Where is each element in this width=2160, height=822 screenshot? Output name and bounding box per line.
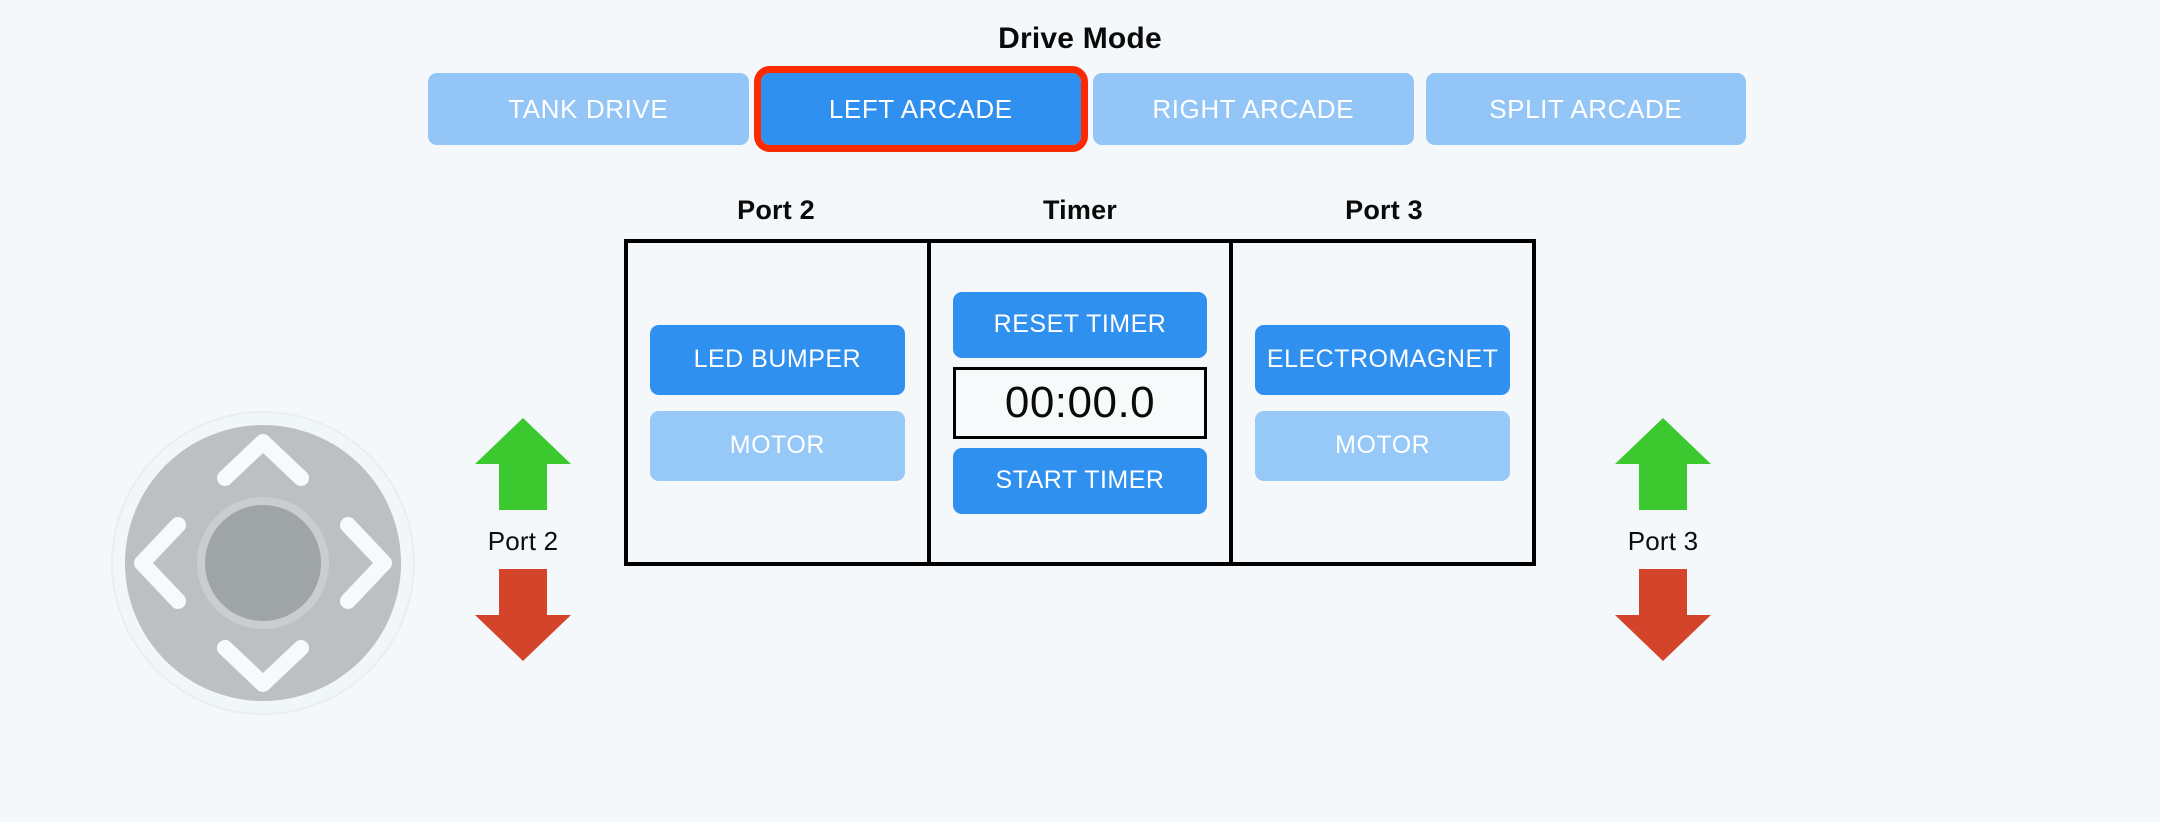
button-label: MOTOR bbox=[1335, 431, 1431, 459]
reset-timer-button[interactable]: RESET TIMER bbox=[952, 291, 1208, 358]
dpad-down-icon[interactable] bbox=[217, 640, 309, 692]
electromagnet-button[interactable]: ELECTROMAGNET bbox=[1255, 324, 1511, 395]
dpad-joystick-icon[interactable] bbox=[110, 410, 416, 716]
drive-mode-label: RIGHT ARCADE bbox=[1152, 93, 1355, 124]
port3-arrow-controls: Port 3 bbox=[1588, 416, 1738, 663]
button-label: LED BUMPER bbox=[693, 345, 862, 373]
button-label: RESET TIMER bbox=[993, 310, 1167, 338]
arrow-down-icon[interactable] bbox=[473, 567, 573, 663]
page-title: Drive Mode bbox=[998, 22, 1162, 55]
panel-row: LED BUMPER MOTOR RESET TIMER 00:00.0 STA… bbox=[624, 239, 1536, 566]
panel-title-port3: Port 3 bbox=[1345, 195, 1423, 225]
start-timer-button[interactable]: START TIMER bbox=[952, 447, 1208, 514]
dpad-left-icon[interactable] bbox=[134, 517, 186, 609]
port3-arrow-label: Port 3 bbox=[1627, 526, 1699, 556]
drive-mode-label: LEFT ARCADE bbox=[828, 93, 1013, 124]
panel-title-timer: Timer bbox=[1042, 195, 1118, 225]
arrow-up-icon[interactable] bbox=[1613, 416, 1713, 512]
port2-arrow-controls: Port 2 bbox=[448, 416, 598, 663]
dpad-up-icon[interactable] bbox=[217, 434, 309, 486]
drive-mode-selector: TANK DRIVE LEFT ARCADE RIGHT ARCADE SPLI… bbox=[428, 66, 1746, 152]
button-label: ELECTROMAGNET bbox=[1266, 345, 1499, 373]
drive-mode-split-arcade[interactable]: SPLIT ARCADE bbox=[1425, 73, 1746, 145]
panel-port2: LED BUMPER MOTOR bbox=[628, 243, 927, 562]
dpad-hub[interactable] bbox=[205, 505, 321, 621]
panel-header-row: Port 2 Timer Port 3 bbox=[624, 195, 1536, 239]
panel-title-port2: Port 2 bbox=[737, 195, 815, 225]
dpad-right-icon[interactable] bbox=[340, 517, 392, 609]
timer-display: 00:00.0 bbox=[952, 366, 1208, 439]
dpad-joystick[interactable] bbox=[110, 410, 416, 716]
port3-motor-button[interactable]: MOTOR bbox=[1255, 410, 1511, 481]
drive-mode-left-arcade[interactable]: LEFT ARCADE bbox=[753, 66, 1088, 152]
led-bumper-button[interactable]: LED BUMPER bbox=[650, 324, 905, 395]
button-label: MOTOR bbox=[729, 431, 825, 459]
drive-mode-label: SPLIT ARCADE bbox=[1489, 93, 1683, 124]
panel-timer: RESET TIMER 00:00.0 START TIMER bbox=[926, 243, 1234, 562]
panel-port3: ELECTROMAGNET MOTOR bbox=[1233, 243, 1532, 562]
drive-mode-label: TANK DRIVE bbox=[508, 93, 669, 124]
control-panel-group: Port 2 Timer Port 3 LED BUMPER MOTOR RES… bbox=[624, 195, 1536, 566]
port2-arrow-label: Port 2 bbox=[487, 526, 559, 556]
drive-mode-right-arcade[interactable]: RIGHT ARCADE bbox=[1093, 73, 1414, 145]
button-label: START TIMER bbox=[995, 466, 1165, 494]
drive-mode-tank-drive[interactable]: TANK DRIVE bbox=[428, 73, 749, 145]
arrow-down-icon[interactable] bbox=[1613, 567, 1713, 663]
port2-motor-button[interactable]: MOTOR bbox=[650, 410, 905, 481]
arrow-up-icon[interactable] bbox=[473, 416, 573, 512]
